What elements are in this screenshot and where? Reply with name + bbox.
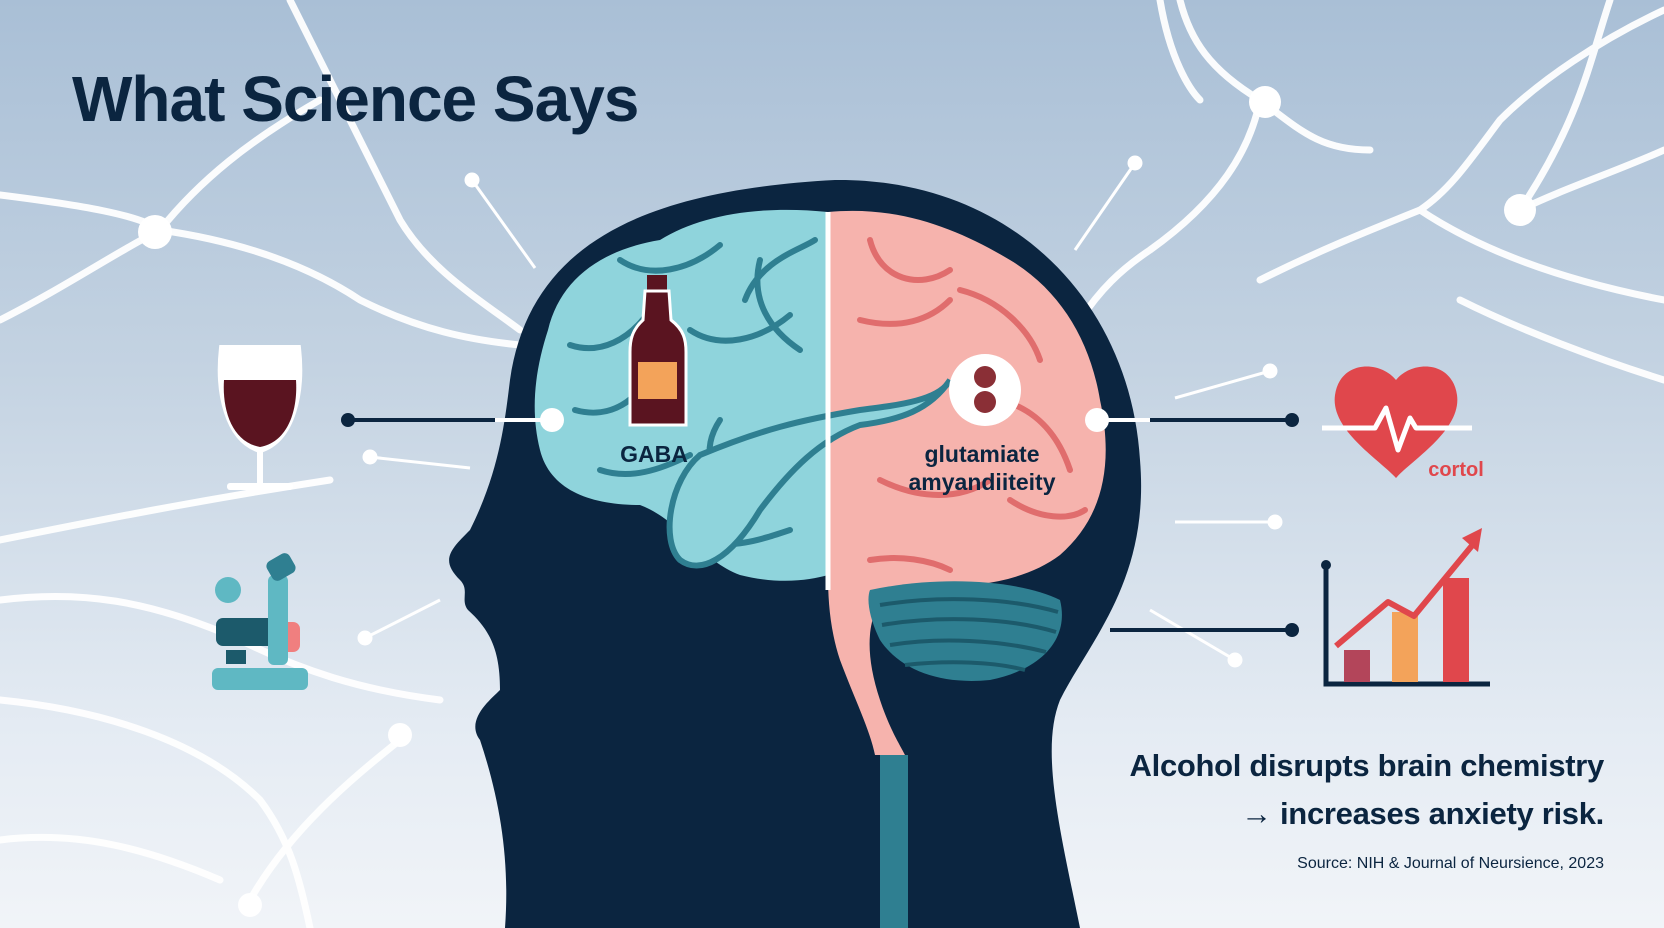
cerebellum	[868, 581, 1062, 681]
decorative-pins	[357, 155, 1283, 668]
glutamate-label: glutamiate	[924, 441, 1039, 467]
neuron-nodes	[138, 86, 1536, 917]
tagline-line-2: → increases anxiety risk.	[1240, 796, 1604, 831]
connector-nodes	[540, 408, 1109, 432]
tagline-line-1: Alcohol disrupts brain chemistry	[1129, 748, 1605, 783]
growth-chart-icon	[1321, 528, 1490, 687]
amygdala-marker-icon	[949, 354, 1021, 426]
heart-pulse-icon	[1322, 366, 1472, 478]
page-title: What Science Says	[72, 63, 639, 135]
microscope-icon	[212, 553, 308, 690]
cortisol-label: cortol	[1428, 459, 1484, 481]
brain-temporal-lobe	[666, 378, 953, 569]
tagline: Alcohol disrupts brain chemistry → incre…	[1129, 742, 1605, 838]
brain-stem	[880, 755, 908, 928]
connector-dots	[341, 413, 1299, 637]
brain-right-hemisphere	[828, 210, 1106, 755]
source-citation: Source: NIH & Journal of Neursience, 202…	[1297, 855, 1604, 872]
wine-glass-icon	[217, 345, 303, 490]
gaba-label: GABA	[620, 441, 688, 467]
bottle-icon	[628, 275, 688, 427]
amygdala-activity-label: amyandiiteity	[909, 469, 1056, 495]
connector-lines	[348, 418, 1292, 632]
